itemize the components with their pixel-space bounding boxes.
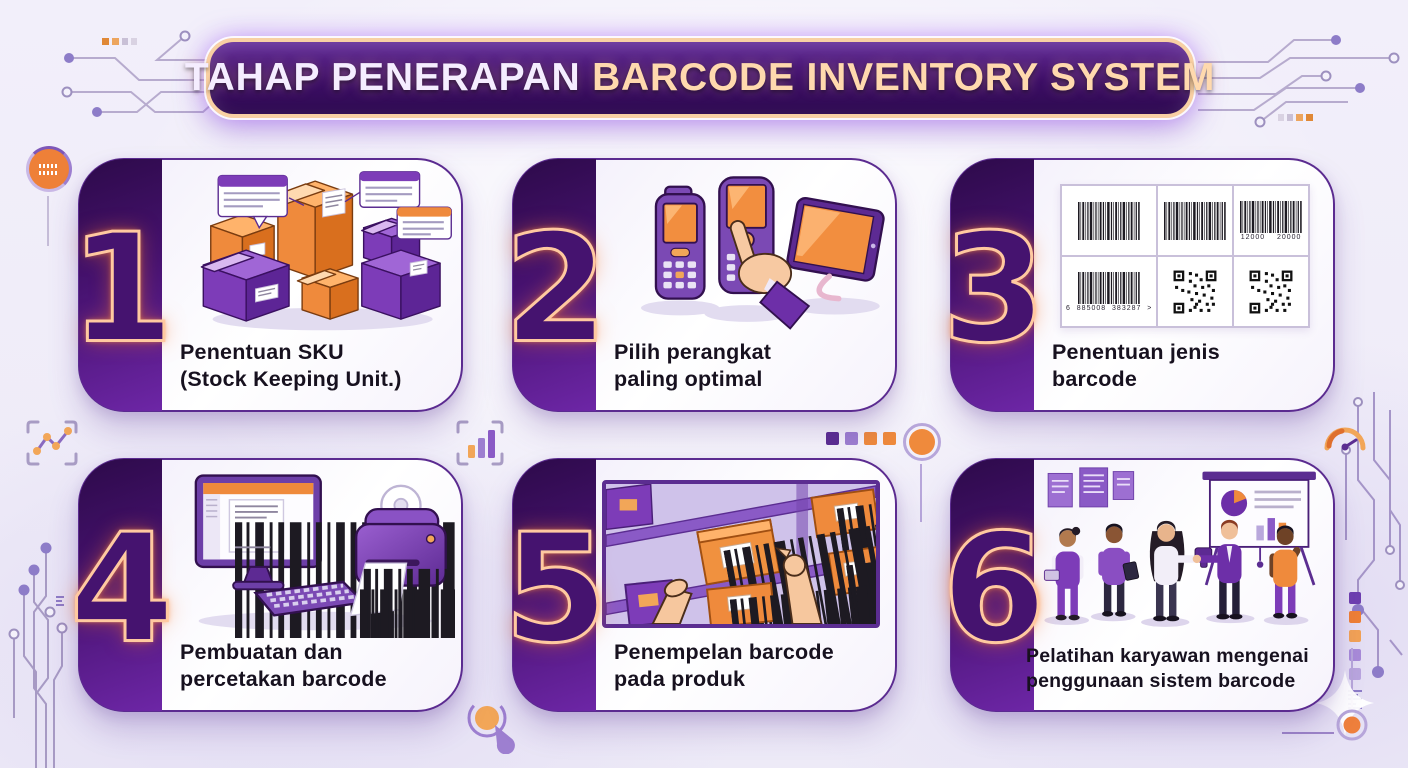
target-drop-line (920, 464, 922, 522)
line-chart-icon (26, 420, 78, 466)
person-trainer (1149, 520, 1213, 622)
step-2-number: 2 (502, 202, 609, 377)
box-left-purple (606, 484, 654, 531)
sku-boxes-illustration (166, 166, 455, 338)
step-5-number: 5 (502, 502, 609, 677)
step-3-number-band (951, 159, 1034, 411)
qr-code-sample (1157, 256, 1234, 327)
step-4-number-band (79, 459, 162, 711)
page-title: TAHAP PENERAPAN BARCODE INVENTORY SYSTEM (184, 56, 1216, 99)
step-1-caption: Penentuan SKU(Stock Keeping Unit.) (180, 339, 402, 392)
circuit-trace-bottom-left (8, 542, 68, 768)
pointing-hand-icon (729, 220, 811, 330)
step-card-4: 4 (68, 458, 463, 712)
person-trainee-2 (1098, 523, 1140, 617)
barcode-digits: 12000 20000 (1240, 233, 1302, 241)
box-top-right (810, 488, 876, 539)
box-right-mid (827, 545, 876, 596)
qr-stamp-badge-icon (26, 146, 72, 192)
step-card-5: 5 (502, 458, 897, 712)
label-printer (349, 484, 447, 617)
tablet (786, 196, 885, 282)
right-hand (774, 547, 823, 624)
step-3-number: 3 (940, 202, 1047, 377)
step-1-number-band (79, 159, 162, 411)
scanner-devices-illustration (600, 166, 889, 338)
squares-row-top-left (102, 38, 137, 45)
step-card-3: 3 12000 20000 6 885008 383287 > Penentua… (940, 158, 1335, 412)
person-presenter (1192, 519, 1243, 620)
shelf-labeling-illustration (602, 480, 880, 628)
squares-column-right (1349, 592, 1361, 680)
sku-tag-left (217, 174, 305, 230)
vertical-line-left (47, 196, 49, 246)
step-6-number-band (951, 459, 1034, 711)
step-6-number: 6 (940, 502, 1047, 677)
box-main (696, 518, 781, 586)
printed-label-strip (349, 562, 408, 617)
barcode-samples-grid: 12000 20000 6 885008 383287 > (1060, 184, 1310, 328)
step-card-2: 2 (502, 158, 897, 412)
sparkle-and-dot-bottom-right (1282, 648, 1374, 741)
keyboard (253, 580, 367, 617)
computer-printer-illustration (166, 466, 455, 638)
barcode-sample (1157, 185, 1234, 256)
title-banner: TAHAP PENERAPAN BARCODE INVENTORY SYSTEM (185, 38, 1214, 118)
floating-slides (1047, 467, 1135, 508)
step-card-1: 1 (68, 158, 463, 412)
step-4-number: 4 (68, 502, 175, 677)
barcode-sample (1061, 185, 1158, 256)
circuit-trace-top-right (1198, 35, 1400, 128)
barcode-sample-with-price: 12000 20000 (1233, 185, 1309, 256)
training-illustration (1022, 466, 1329, 638)
step-1-number: 1 (68, 202, 175, 377)
sku-tag-right (395, 206, 452, 240)
circuit-trace-top-left (61, 30, 245, 117)
barcode-sample-ean: 6 885008 383287 > (1061, 256, 1158, 327)
squares-row-middle (826, 432, 896, 445)
monitor (194, 474, 322, 591)
step-2-number-band (513, 159, 596, 411)
step-card-6: 6 (940, 458, 1335, 712)
barcode-digits: 6 885008 383287 > (1066, 304, 1153, 312)
step-5-number-band (513, 459, 596, 711)
box-bottom (706, 582, 776, 624)
person-trainee-3 (1269, 525, 1301, 619)
left-hand (651, 578, 693, 624)
squares-row-top-right (1278, 114, 1313, 121)
handheld-scanner-1 (654, 185, 706, 300)
person-trainee-1 (1043, 526, 1084, 621)
qr-code-sample (1233, 256, 1309, 327)
sku-tag-top-right (344, 171, 421, 208)
target-dot-icon (903, 423, 941, 461)
cursor-click-icon (467, 698, 515, 754)
bar-chart-icon (456, 420, 504, 466)
gauge-icon (1324, 427, 1366, 451)
